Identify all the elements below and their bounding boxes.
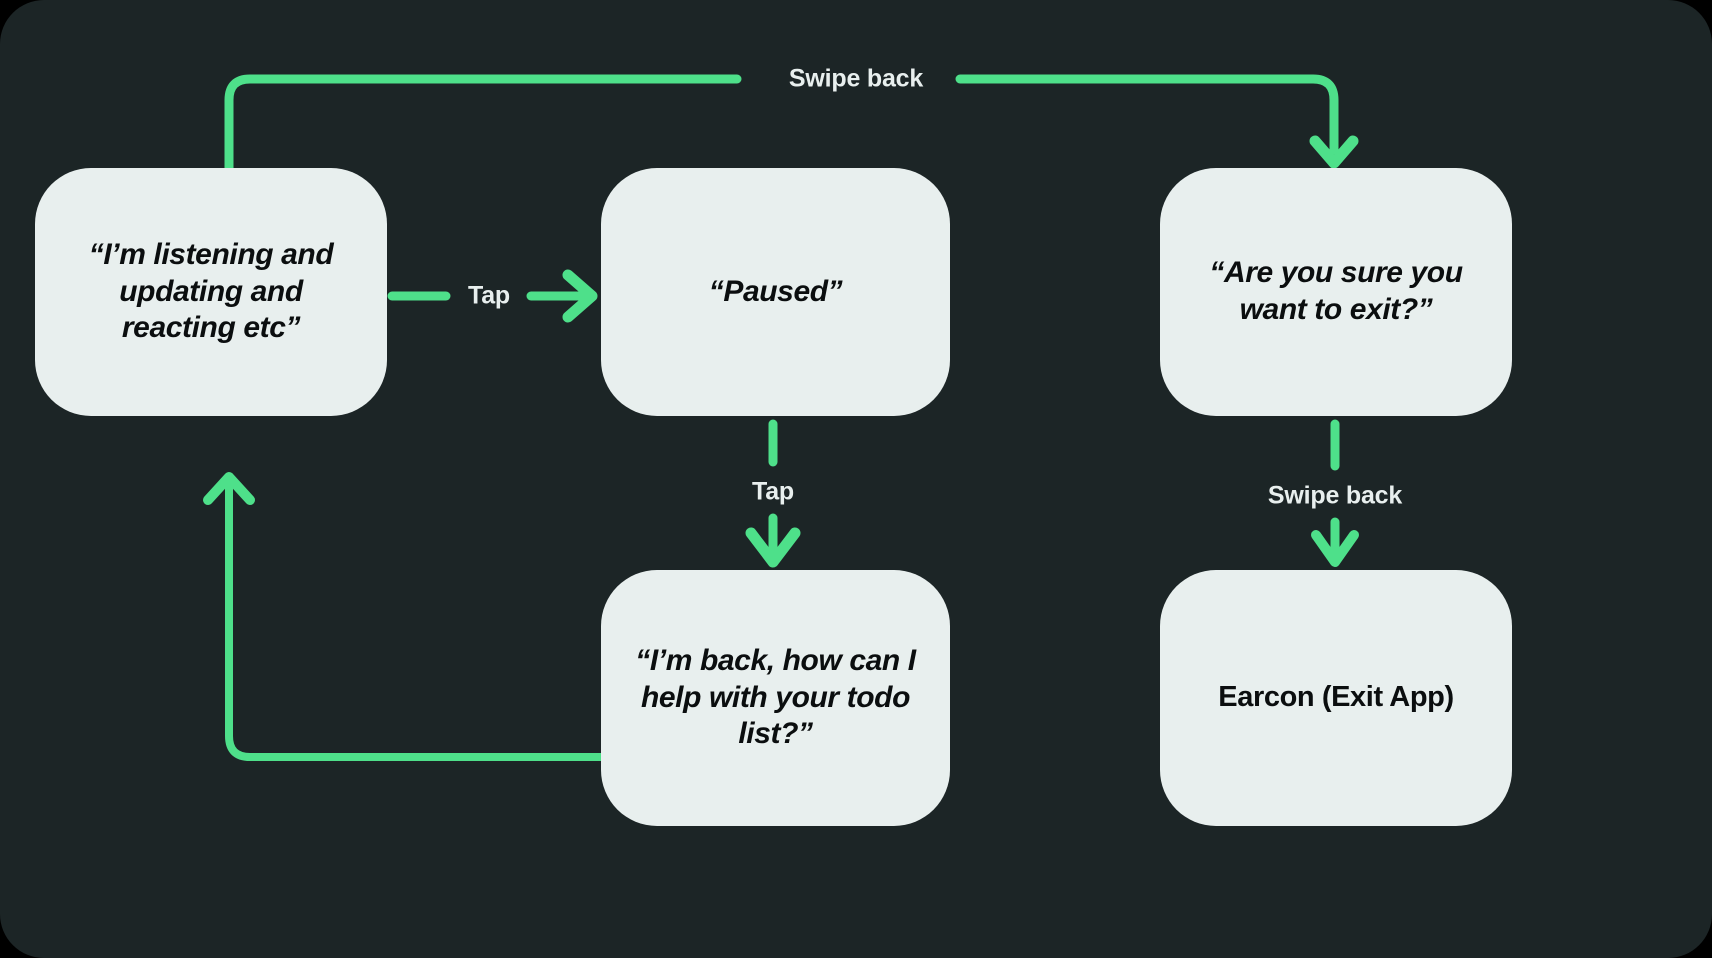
edge-label-tap-right: Tap xyxy=(468,281,510,310)
edge-return-to-listening xyxy=(203,472,605,761)
edge-label-tap-down: Tap xyxy=(752,477,794,506)
node-paused-label: “Paused” xyxy=(708,274,843,308)
node-confirm-exit[interactable]: “Are you sure you want to exit?” xyxy=(1160,168,1512,416)
node-listening-label: “I’m listening and updating and reacting… xyxy=(88,238,334,345)
node-listening[interactable]: “I’m listening and updating and reacting… xyxy=(35,168,387,416)
node-earcon-exit-app[interactable]: Earcon (Exit App) xyxy=(1160,570,1512,826)
node-confirm-exit-label: “Are you sure you want to exit?” xyxy=(1209,256,1463,326)
edge-label-swipe-back-top: Swipe back xyxy=(788,64,924,93)
node-back[interactable]: “I’m back, how can I help with your todo… xyxy=(601,570,950,826)
node-paused[interactable]: “Paused” xyxy=(601,168,950,416)
edge-label-swipe-back-down: Swipe back xyxy=(1267,481,1403,510)
node-earcon-exit-app-label: Earcon (Exit App) xyxy=(1218,681,1454,714)
node-back-label: “I’m back, how can I help with your todo… xyxy=(635,644,916,751)
